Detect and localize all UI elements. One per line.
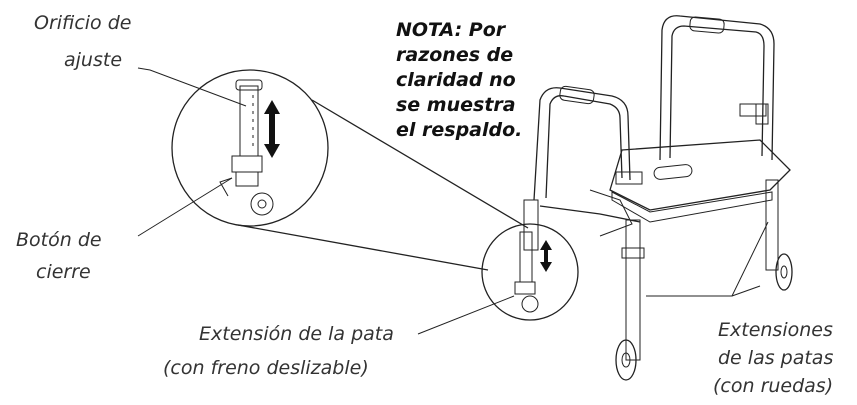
leg-extension-leader [417,295,515,335]
adjust-hole-label-line2: ajuste [64,49,123,71]
down-arrow-icon [264,144,280,158]
lock-button-label-line2: cierre [36,261,91,283]
note-line-5: el respaldo. [396,119,523,141]
note-line-4: se muestra [396,94,516,116]
magnifier-connector-bottom [237,224,489,271]
adjust-hole-label-line1: Orificio de [34,12,132,34]
magnified-leg-detail [171,69,329,227]
small-magnifier-circle [481,223,579,321]
note-line-2: razones de [396,44,514,66]
note-line-3: claridad no [396,69,516,91]
magnifier-connector-top [311,99,529,229]
leg-extensions-wheels-label-line2: de las patas [718,347,834,369]
up-arrow-icon [264,100,280,114]
walker-illustration [523,15,793,381]
lock-button-label-line1: Botón de [16,229,102,251]
leg-extension-label-line2: (con freno deslizable) [163,357,369,379]
backrest-note: NOTA: Por razones de claridad no se mues… [396,18,522,143]
adjust-hole-leader [137,67,247,107]
leg-extension-label-line1: Extensión de la pata [199,323,394,345]
lock-button-leader [137,177,233,237]
note-line-1: NOTA: Por [396,19,506,41]
wheel-leg-leader-1 [646,221,769,297]
leg-extensions-wheels-label-line1: Extensiones [718,319,833,341]
leg-extensions-wheels-label-line3: (con ruedas) [713,375,834,397]
